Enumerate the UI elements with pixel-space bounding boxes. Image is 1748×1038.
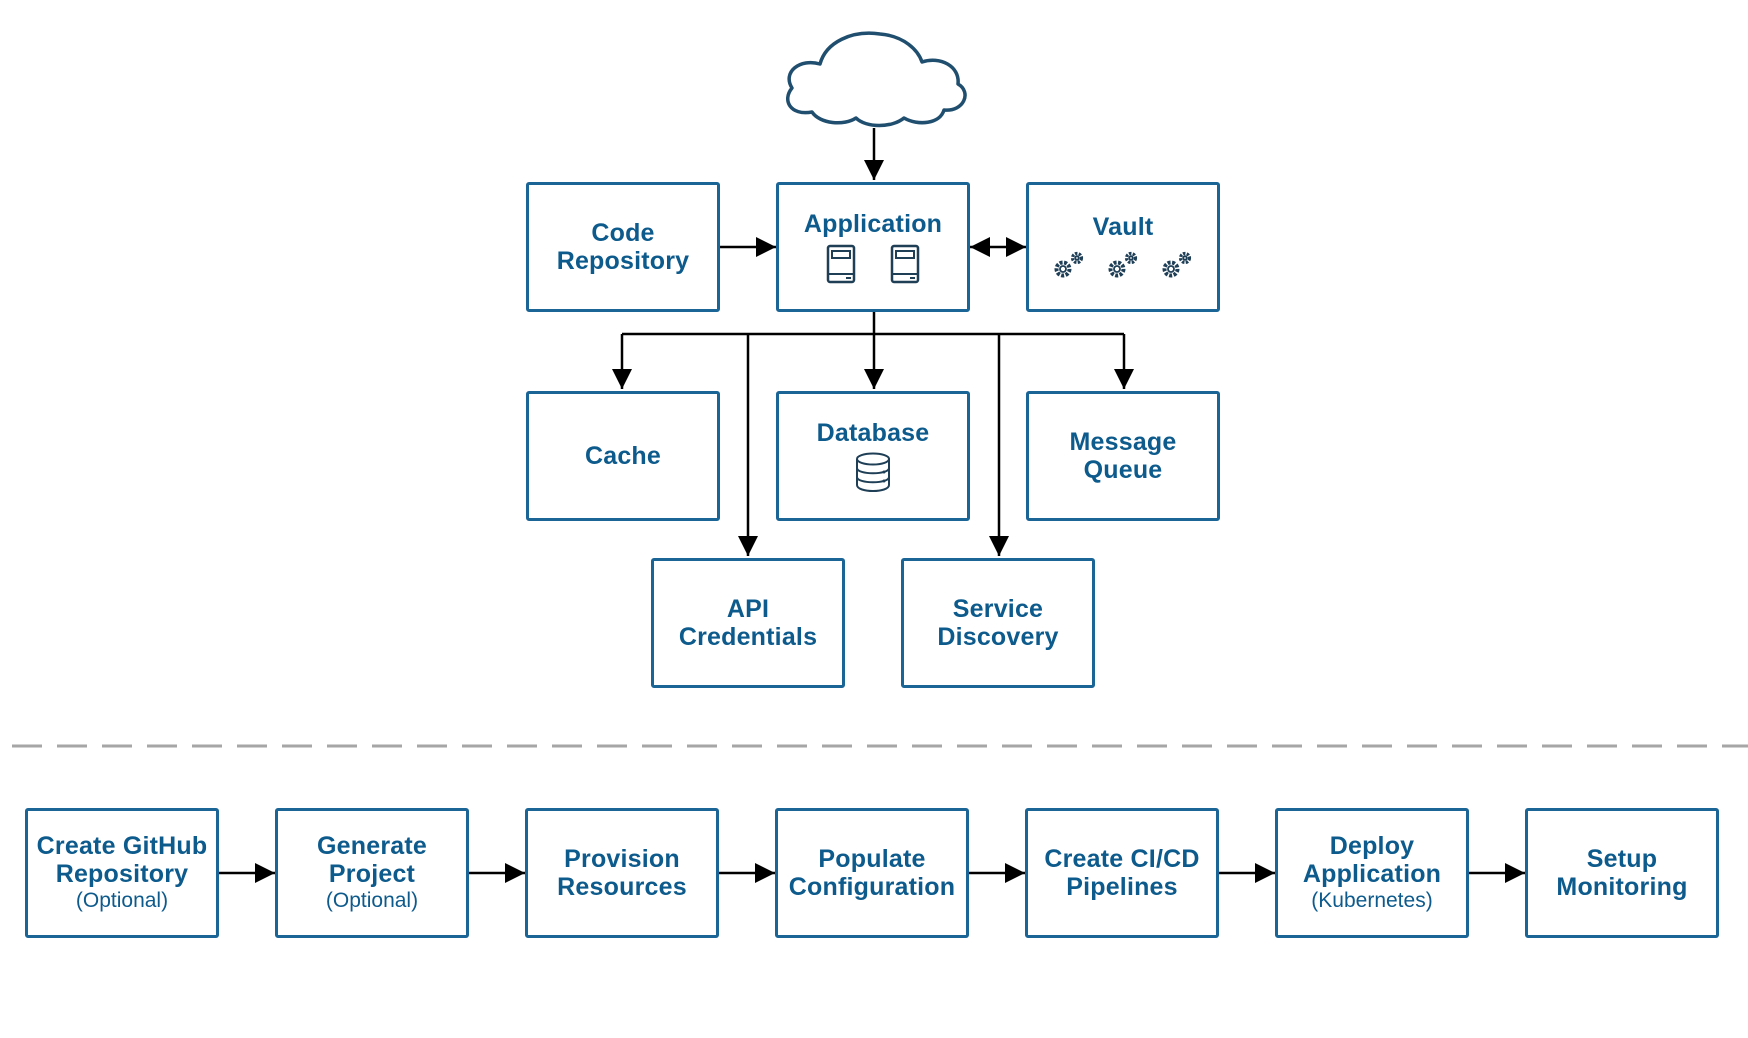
application-icons bbox=[826, 244, 920, 284]
vault-icons bbox=[1051, 247, 1195, 281]
pipeline-step-setup-monitoring: Setup Monitoring bbox=[1525, 808, 1719, 938]
database-icon bbox=[856, 452, 890, 492]
pipeline-step-create-cicd-pipelines: Create CI/CD Pipelines bbox=[1025, 808, 1219, 938]
gears-icon bbox=[1108, 251, 1138, 278]
api-credentials-label: API Credentials bbox=[678, 595, 818, 651]
server-icon bbox=[890, 244, 920, 284]
service-discovery-label: Service Discovery bbox=[937, 595, 1059, 651]
pipeline-step-label: Provision Resources bbox=[557, 845, 687, 901]
pipeline-step-provision-resources: Provision Resources bbox=[525, 808, 719, 938]
message-queue-box: Message Queue bbox=[1026, 391, 1220, 521]
cloud-icon bbox=[786, 31, 967, 128]
pipeline-step-label: Generate Project bbox=[317, 832, 427, 888]
application-box: Application bbox=[776, 182, 970, 312]
pipeline-step-sub: (Kubernetes) bbox=[1311, 889, 1433, 912]
code-repository-box: Code Repository bbox=[526, 182, 720, 312]
service-discovery-box: Service Discovery bbox=[901, 558, 1095, 688]
pipeline-step-label: Setup Monitoring bbox=[1556, 845, 1688, 901]
pipeline-step-label: Deploy Application bbox=[1302, 832, 1442, 888]
server-icon bbox=[826, 244, 856, 284]
pipeline-step-label: Populate Configuration bbox=[788, 845, 956, 901]
code-repository-label: Code Repository bbox=[556, 219, 690, 275]
pipeline-step-sub: (Optional) bbox=[325, 889, 419, 912]
vault-box: Vault bbox=[1026, 182, 1220, 312]
database-box: Database bbox=[776, 391, 970, 521]
pipeline-step-label: Create GitHub Repository bbox=[36, 832, 208, 888]
cache-label: Cache bbox=[584, 442, 662, 470]
pipeline-step-sub: (Optional) bbox=[75, 889, 169, 912]
pipeline-step-create-github-repository: Create GitHub Repository (Optional) bbox=[25, 808, 219, 938]
message-queue-label: Message Queue bbox=[1069, 428, 1177, 484]
pipeline-step-deploy-application: Deploy Application (Kubernetes) bbox=[1275, 808, 1469, 938]
fanout-connectors bbox=[612, 310, 1134, 556]
database-label: Database bbox=[816, 419, 930, 447]
api-credentials-box: API Credentials bbox=[651, 558, 845, 688]
cache-box: Cache bbox=[526, 391, 720, 521]
gears-icon bbox=[1162, 251, 1192, 278]
pipeline-step-label: Create CI/CD Pipelines bbox=[1044, 845, 1200, 901]
application-label: Application bbox=[803, 210, 943, 238]
pipeline-step-populate-configuration: Populate Configuration bbox=[775, 808, 969, 938]
gears-icon bbox=[1054, 251, 1084, 278]
vault-label: Vault bbox=[1092, 213, 1154, 241]
pipeline-step-generate-project: Generate Project (Optional) bbox=[275, 808, 469, 938]
